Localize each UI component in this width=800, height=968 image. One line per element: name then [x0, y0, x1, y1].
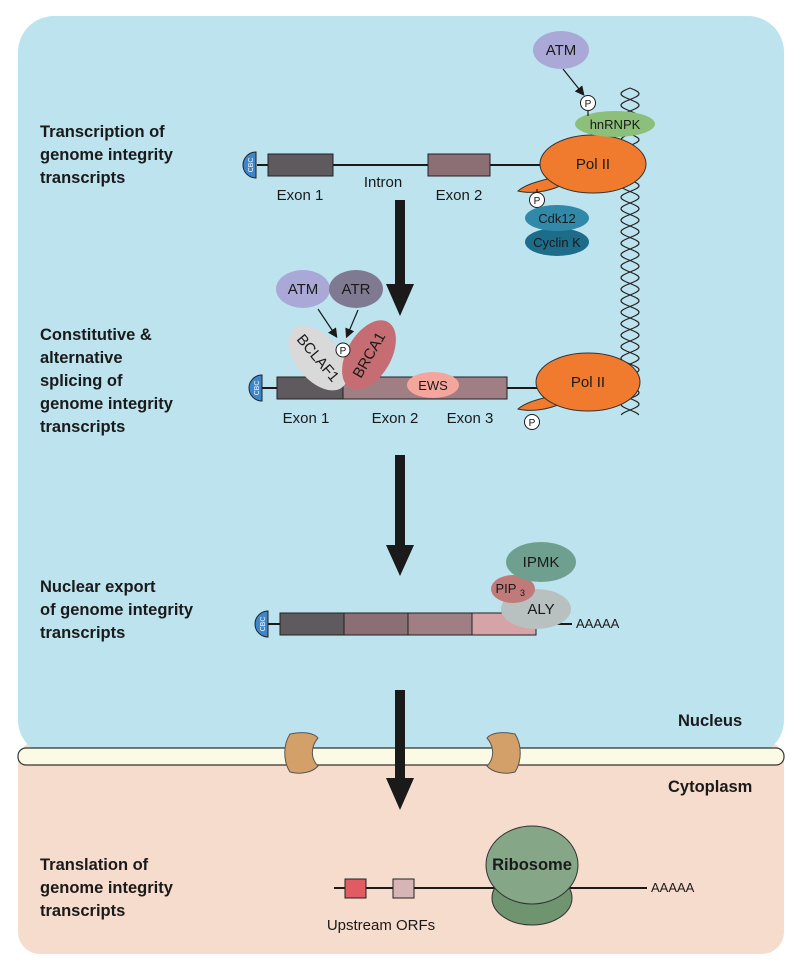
polya-tail-cytoplasm: AAAAA	[651, 880, 695, 895]
atm-arrow-1	[562, 68, 585, 96]
svg-text:CBC: CBC	[248, 158, 255, 173]
pre-mrna-transcription	[257, 153, 545, 177]
exon-1-box	[267, 153, 334, 177]
splice-exon-1-label: Exon 1	[283, 410, 330, 427]
svg-text:P: P	[340, 346, 347, 357]
nuclear-pore-left	[284, 732, 319, 774]
cdk12-label: Cdk12	[538, 211, 576, 226]
ipmk-label: IPMK	[523, 554, 560, 571]
stage-title-transcription: Transcription of genome integrity transc…	[40, 123, 178, 187]
exon-1-label: Exon 1	[277, 187, 324, 204]
phospho-ctd-1: P	[529, 192, 545, 208]
nuclear-pore-right	[486, 732, 521, 774]
cytoplasm-region	[18, 740, 784, 954]
svg-text:CBC: CBC	[254, 381, 261, 396]
splice-exon-3-label: Exon 3	[447, 410, 494, 427]
process-arrow-1	[386, 200, 414, 316]
cyclin-k-label: Cyclin K	[533, 235, 581, 250]
mature-exon-2	[343, 612, 409, 636]
pip3-molecule	[491, 575, 535, 603]
atm-protein-1	[533, 31, 589, 69]
phospho-ctd-2: P	[524, 414, 540, 430]
atm-label-2: ATM	[288, 281, 319, 298]
pol2-complex-1	[539, 134, 647, 194]
hnrnpk-protein	[575, 111, 655, 137]
atr-arrow	[345, 309, 359, 339]
nucleus-label: Nucleus	[678, 712, 742, 730]
atm-label-1: ATM	[546, 42, 577, 59]
atm-protein-2	[276, 270, 330, 308]
cbc-cap-2: CBC	[248, 374, 263, 402]
intron-label: Intron	[364, 174, 402, 191]
cdk12-protein	[525, 205, 589, 231]
pip3-subscript: 3	[520, 588, 525, 598]
pol2-label-2: Pol II	[571, 374, 605, 391]
ews-label: EWS	[418, 378, 448, 393]
stage-title-translation: Translation of genome integrity transcri…	[40, 856, 178, 920]
pol2-complex-2	[535, 352, 641, 412]
exon-2-label: Exon 2	[436, 187, 483, 204]
svg-text:CBC: CBC	[260, 617, 267, 632]
mature-exon-3	[407, 612, 473, 636]
brca1-protein: BRCA1	[342, 320, 396, 390]
atr-label: ATR	[342, 281, 371, 298]
uorf-2	[392, 878, 415, 899]
cbc-cap-3: CBC	[254, 610, 269, 638]
mature-exon-1	[279, 612, 345, 636]
ipmk-protein	[506, 542, 576, 582]
process-arrow-3	[386, 690, 414, 810]
cyclin-k-protein	[525, 228, 589, 256]
ribosome-large-subunit	[485, 825, 579, 905]
process-arrow-2	[386, 455, 414, 576]
pol2-label-1: Pol II	[576, 156, 610, 173]
pol2-ctd-tail-1	[516, 177, 561, 193]
phospho-hnrnpk: P	[580, 95, 596, 111]
uorf-1	[344, 878, 367, 899]
cytoplasm-label: Cytoplasm	[668, 778, 752, 796]
pip3-label: PIP	[496, 581, 517, 596]
exon-2-box	[427, 153, 491, 177]
splice-exon-2-label: Exon 2	[372, 410, 419, 427]
uorfs-label: Upstream ORFs	[327, 917, 435, 934]
svg-text:P: P	[529, 418, 536, 429]
atm-arrow-2	[317, 308, 338, 338]
hnrnpk-label: hnRNPK	[590, 117, 641, 132]
polya-tail-nuclear: AAAAA	[576, 616, 620, 631]
cbc-cap-1: CBC	[242, 151, 257, 179]
ribosome-label: Ribosome	[492, 856, 572, 874]
ews-protein	[407, 372, 459, 398]
phospho-bclaf1: P	[335, 342, 351, 358]
svg-text:P: P	[585, 99, 592, 110]
stage-title-export: Nuclear export of genome integrity trans…	[40, 578, 198, 642]
stage-title-splicing: Constitutive & alternative splicing of g…	[40, 326, 178, 436]
aly-label: ALY	[527, 601, 554, 618]
atr-protein	[329, 270, 383, 308]
svg-text:P: P	[534, 196, 541, 207]
